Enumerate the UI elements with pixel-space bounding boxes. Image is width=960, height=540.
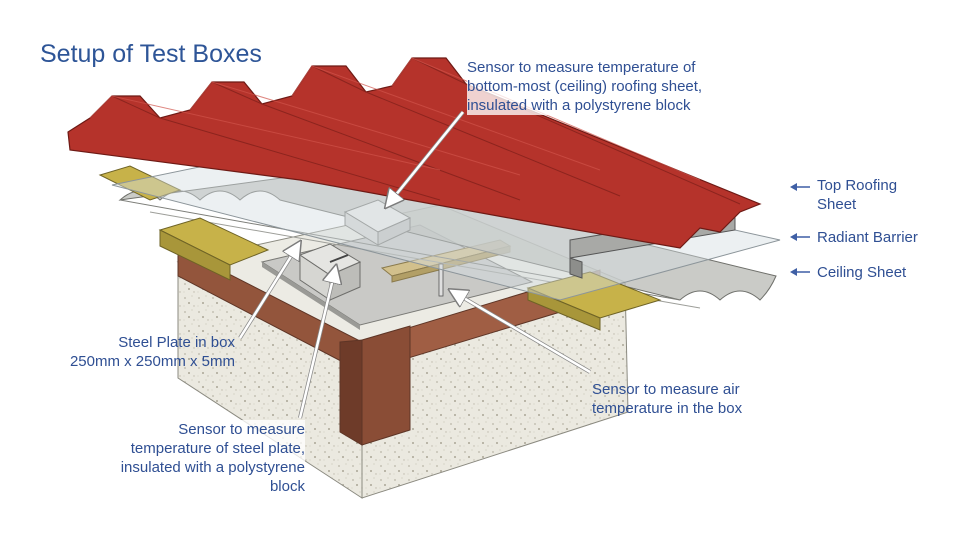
- label-steel-plate: Steel Plate in box 250mm x 250mm x 5mm: [69, 334, 235, 370]
- arrow-left-icon: [790, 268, 810, 276]
- page-title: Setup of Test Boxes: [40, 40, 262, 68]
- label-ceiling-sensor: Sensor to measure temperature of bottom-…: [467, 58, 703, 115]
- leader-lines: [238, 110, 592, 419]
- label-top-roofing-sheet: Top Roofing Sheet: [817, 177, 898, 213]
- top-roofing-sheet: [67, 57, 762, 249]
- label-air-sensor: Sensor to measure air temperature in the…: [592, 381, 743, 417]
- label-radiant-barrier: Radiant Barrier: [817, 229, 918, 246]
- arrow-left-icon: [790, 233, 810, 241]
- yellow-beams: [98, 165, 662, 331]
- right-label-arrows: [790, 183, 810, 276]
- ceiling-sensor-block: [343, 199, 412, 246]
- arrow-left-icon: [790, 183, 810, 191]
- ceiling-sheet: [118, 169, 777, 309]
- label-plate-sensor: Sensor to measure temperature of steel p…: [100, 420, 305, 496]
- label-ceiling-sheet: Ceiling Sheet: [817, 264, 907, 281]
